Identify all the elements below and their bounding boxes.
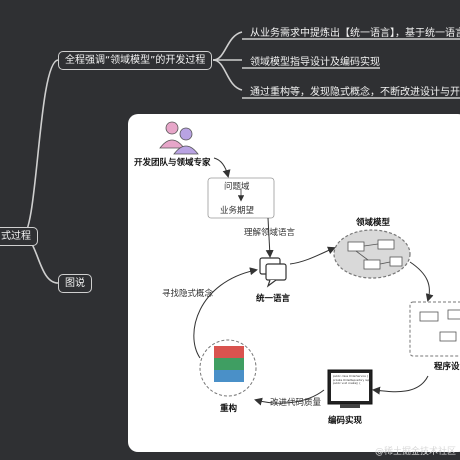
blue-block — [214, 370, 244, 382]
illustration-panel: 开发团队与领域专家 问题域 业务期望 理解领域语言 领域模型 统一语言 寻找隐式… — [128, 114, 460, 452]
find-implicit-label: 寻找隐式概念 — [162, 289, 214, 299]
code-line-2: private OrderRepository repo; — [333, 378, 372, 382]
ubiquitous-language-label: 统一语言 — [256, 294, 291, 304]
watermark: @稀土掘金技术社区 — [374, 447, 456, 457]
leaf-1[interactable]: 从业务需求中提炼出【统一语言】，基于统一语言 — [250, 28, 460, 39]
understand-language-label: 理解领域语言 — [244, 228, 296, 238]
problem-domain-label: 问题域 — [224, 182, 250, 192]
program-design-label: 程序设 — [434, 362, 460, 372]
branch-illustration-label: 图说 — [65, 278, 85, 289]
leaf-2[interactable]: 领域模型指导设计及编码实现 — [250, 57, 380, 68]
branch-process-label: 全程强调“领域模型”的开发过程 — [65, 55, 206, 66]
refactor-label: 重构 — [220, 404, 238, 414]
code-window-icon — [327, 369, 373, 408]
team-label: 开发团队与领域专家 — [134, 158, 211, 168]
branch-process-node[interactable]: 全程强调“领域模型”的开发过程 — [58, 51, 213, 70]
green-block — [214, 358, 244, 370]
code-window-text: public class OrderService { private Orde… — [333, 375, 372, 386]
code-impl-label: 编码实现 — [328, 416, 363, 426]
root-node[interactable]: 式过程 — [0, 227, 38, 246]
red-block — [214, 346, 244, 358]
leaf-3[interactable]: 通过重构等，发现隐式概念，不断改进设计与开发 — [250, 87, 460, 98]
code-line-3: public void create() { — [333, 382, 361, 386]
diagram-graphics — [159, 121, 460, 408]
root-node-label: 式过程 — [1, 231, 31, 242]
team-icon — [159, 121, 199, 155]
domain-model-label: 领域模型 — [356, 218, 391, 228]
domain-model-ellipse — [333, 229, 411, 279]
chat-icon — [259, 257, 287, 288]
business-expectation-label: 业务期望 — [220, 206, 255, 216]
improve-quality-label: 改进代码质量 — [270, 398, 322, 408]
code-line-1: public class OrderService { — [333, 375, 369, 378]
branch-illustration-node[interactable]: 图说 — [58, 274, 92, 293]
